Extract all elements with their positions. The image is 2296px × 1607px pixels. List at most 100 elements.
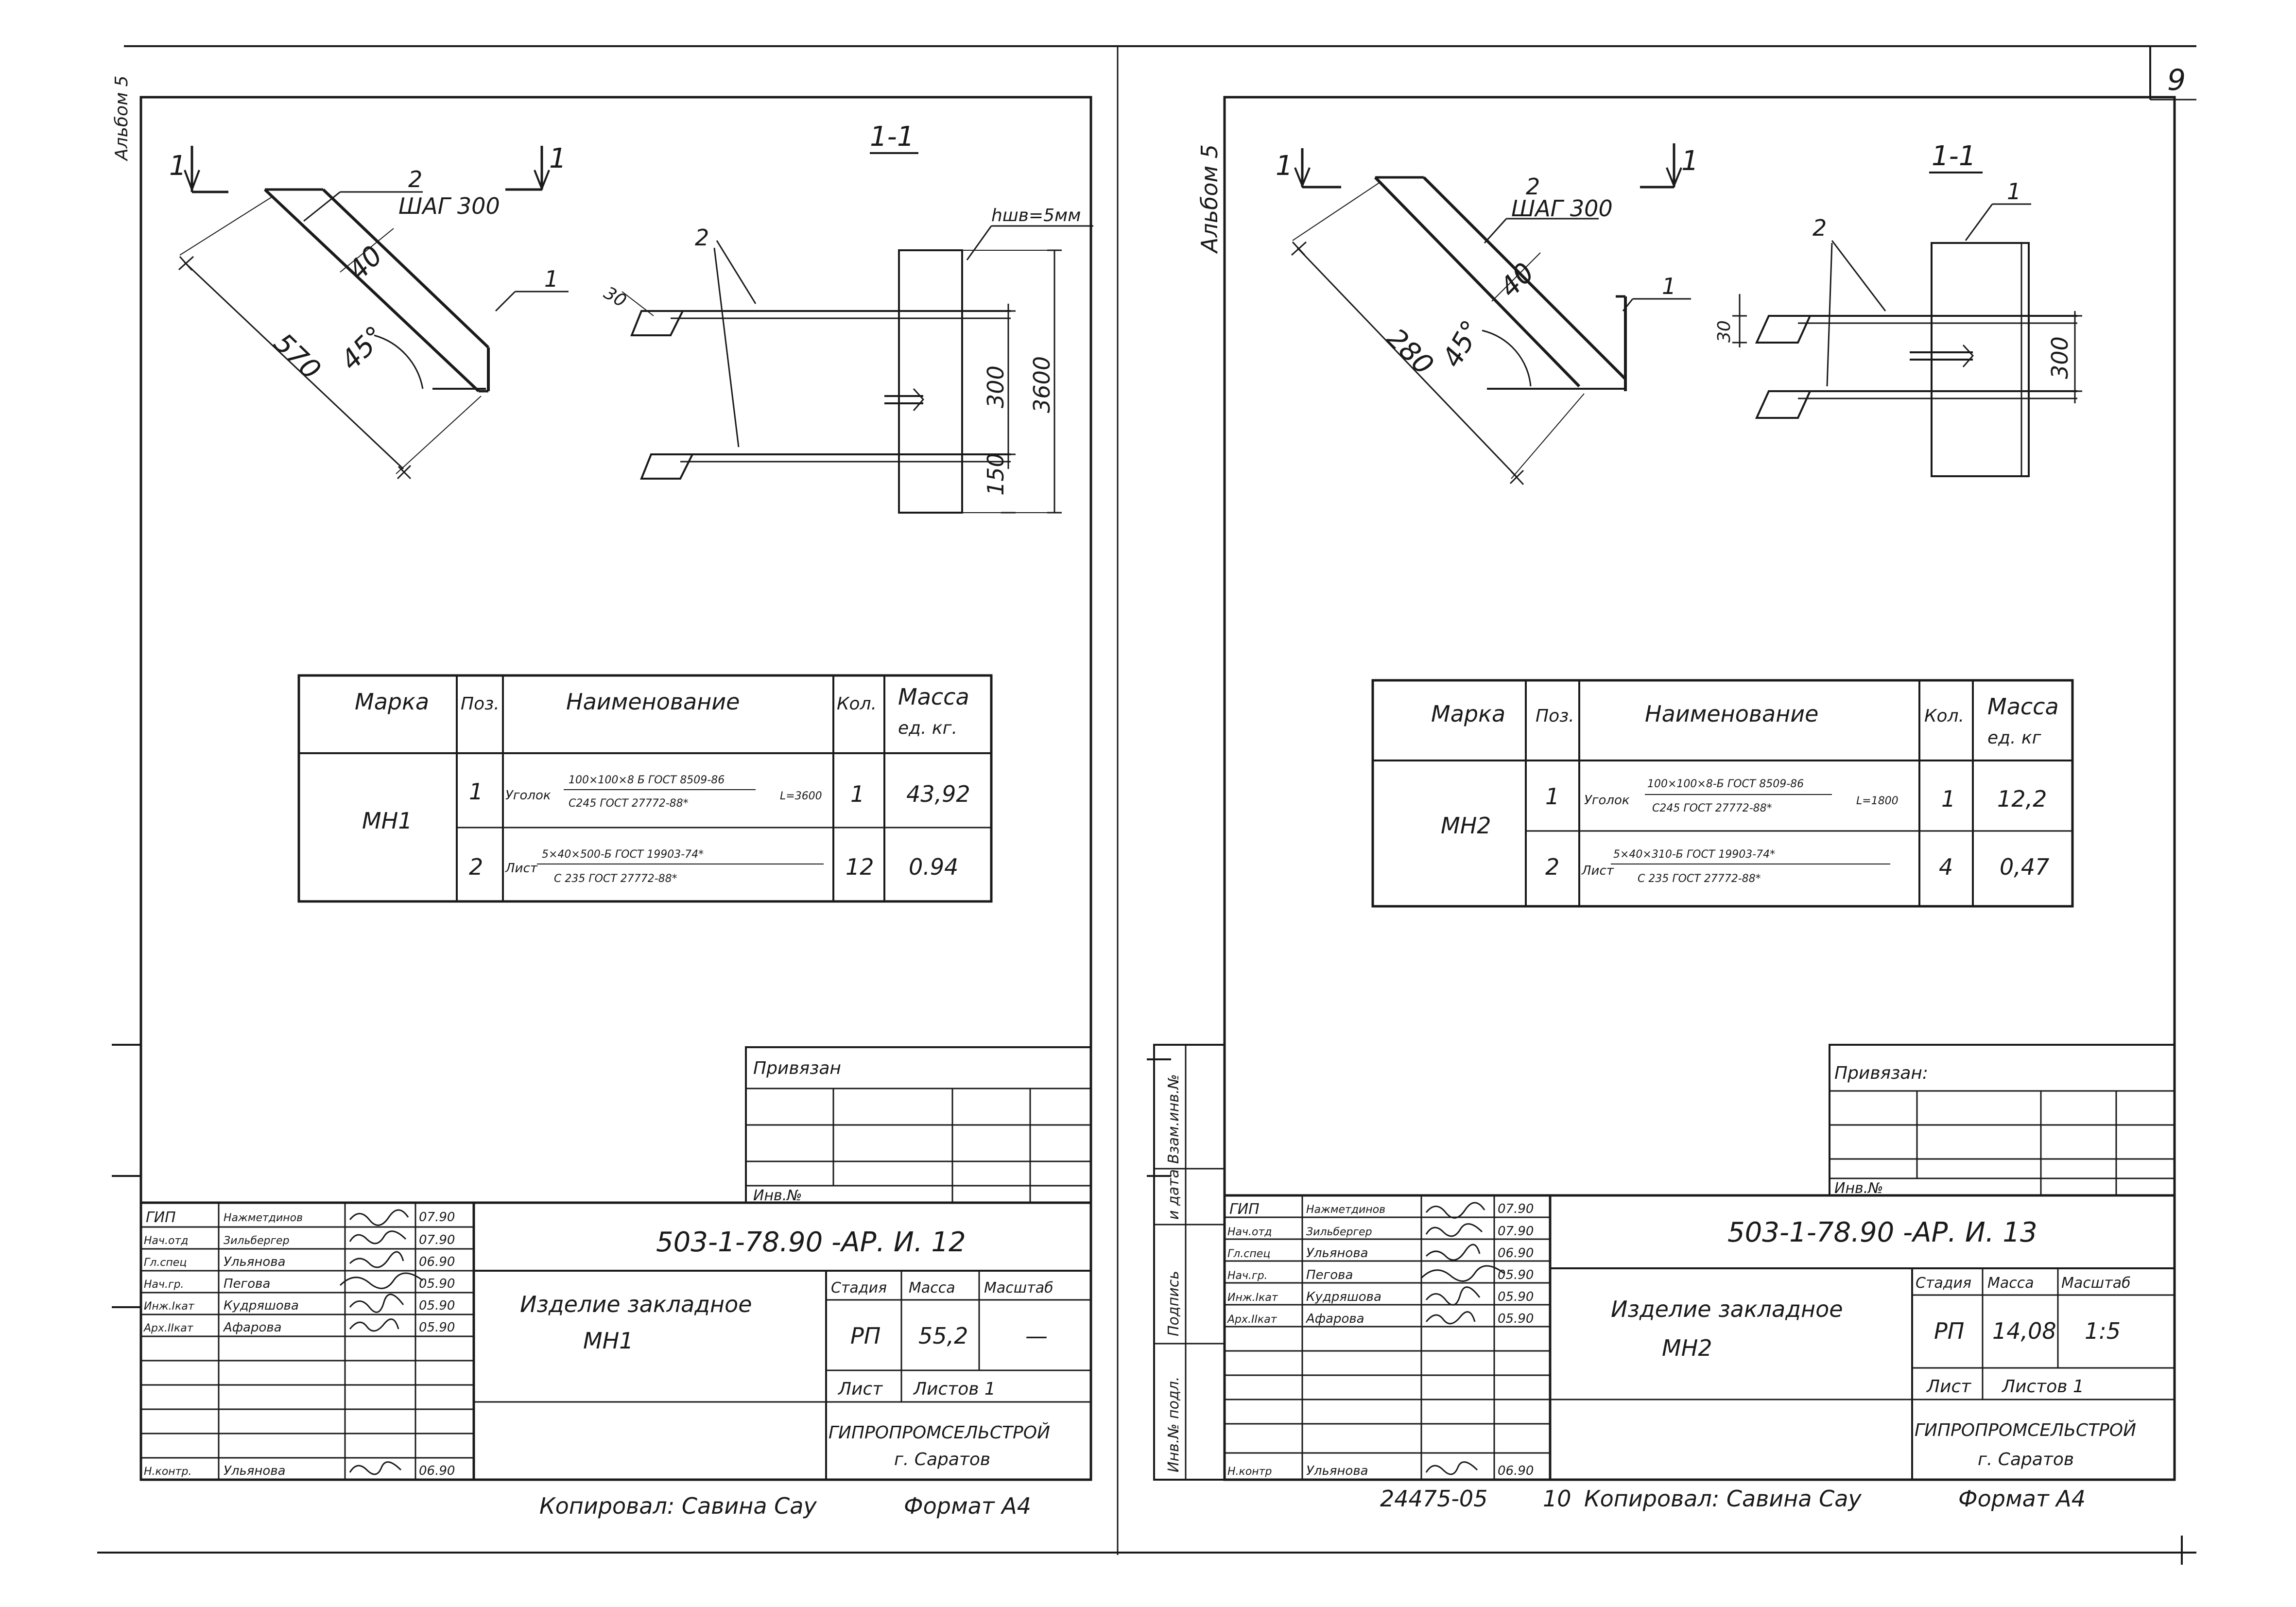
right-stamp-name-3: Ульянова: [1306, 1246, 1368, 1261]
left-dim-150: 150: [983, 453, 1009, 496]
right-pos1-label: 1: [1662, 273, 1676, 299]
right-side-stamp: Инв.№ подл. Подпись и дата Взам.инв.№: [1153, 1044, 1226, 1481]
right-row1-pos: 1: [1545, 783, 1559, 810]
right-side-stamp-replaces: Взам.инв.№: [1165, 1074, 1182, 1164]
right-signatures: [1420, 1202, 1504, 1475]
right-row1-qty: 1: [1941, 786, 1955, 812]
right-stamp-role-2: Нач.отд: [1227, 1226, 1272, 1238]
right-stamp-date-1: 07.90: [1498, 1202, 1534, 1216]
left-section-marks: 1 1 1-1: [169, 121, 918, 193]
left-row1-pos: 1: [469, 778, 483, 805]
right-spec-table: Марка Поз. Наименование Кол. Масса ед. к…: [1371, 679, 2074, 908]
right-row1-mass: 12,2: [1997, 786, 2047, 812]
left-org-city: г. Саратов: [894, 1450, 990, 1469]
right-row1-den: С245 ГОСТ 27772-88*: [1652, 802, 1772, 814]
right-org-name: ГИПРОПРОМСЕЛЬСТРОЙ: [1915, 1420, 2136, 1440]
left-dim-30: 30: [601, 283, 630, 311]
right-th-pos: Поз.: [1536, 706, 1574, 726]
left-stamp-date-4: 05.90: [419, 1277, 455, 1291]
right-stamp-date-5: 05.90: [1498, 1290, 1534, 1304]
left-title-stamp: ГИП Нажметдинов 07.90 Нач.отд Зильбергер…: [139, 1201, 1092, 1481]
right-side-stamp-inv: Инв.№ подл.: [1165, 1377, 1182, 1472]
right-stamp-role-3: Гл.спец: [1227, 1248, 1270, 1260]
right-stamp-date-3: 06.90: [1498, 1246, 1534, 1261]
left-doc-item: МН1: [583, 1328, 634, 1354]
left-doc-title: Изделие закладное: [520, 1291, 752, 1317]
right-stamp-name-5: Кудряшова: [1306, 1290, 1381, 1304]
left-row1-qty: 1: [850, 781, 864, 807]
left-privyazan-block: Привязан Инв.№: [745, 1046, 1092, 1204]
right-row2-num: 5×40×310-Б ГОСТ 19903-74*: [1613, 848, 1775, 861]
left-th-qty: Кол.: [837, 694, 877, 714]
right-th-name: Наименование: [1645, 701, 1818, 727]
left-row2-pos: 2: [469, 854, 483, 880]
right-stamp-date-4: 05.90: [1498, 1268, 1534, 1282]
left-row2-den: С 235 ГОСТ 27772-88*: [554, 873, 677, 885]
left-th-mass: Масса: [898, 684, 969, 710]
right-stamp-role-6: Арх.ІІкат: [1226, 1313, 1277, 1326]
left-stamp-role-2: Нач.отд: [144, 1235, 189, 1247]
left-row2-qty: 12: [846, 854, 874, 880]
right-stamp-role-5: Инж.Ікат: [1227, 1292, 1278, 1304]
left-inv-label: Инв.№: [753, 1187, 802, 1204]
right-stamp-name-2: Зильбергер: [1306, 1226, 1372, 1238]
left-section-title: 1-1: [870, 121, 914, 153]
right-pos2-step: ШАГ 300: [1511, 195, 1613, 222]
left-section-pos2: 2: [695, 225, 709, 251]
right-dim-40: 40: [1494, 257, 1540, 304]
left-th-mark: Марка: [355, 689, 429, 715]
left-section-mark-b: 1: [549, 143, 567, 174]
right-section-pos1: 1: [2007, 178, 2021, 205]
right-stamp-date-6: 05.90: [1498, 1312, 1534, 1326]
left-th-pos: Поз.: [461, 694, 500, 714]
left-stamp-role-1: ГИП: [146, 1209, 176, 1226]
right-scale-header: Масштаб: [2061, 1275, 2131, 1292]
right-row2-prefix: Лист: [1581, 864, 1614, 878]
left-row2-num: 5×40×500-Б ГОСТ 19903-74*: [542, 848, 704, 861]
left-row1-suffix: L=3600: [780, 790, 822, 802]
left-privyazan-title: Привязан: [753, 1058, 841, 1078]
right-format-note: Формат А4: [1958, 1486, 2086, 1512]
left-stamp-name-3: Ульянова: [224, 1255, 286, 1269]
left-stamp-controller-date: 06.90: [419, 1464, 455, 1478]
right-doc-item: МН2: [1662, 1335, 1712, 1361]
right-stamp-name-4: Пегова: [1306, 1268, 1353, 1282]
right-row1-prefix: Уголок: [1584, 793, 1630, 808]
page-number: 9: [2167, 63, 2186, 97]
left-angle-drawing: 570 45° 40 2 ШАГ 300 1: [178, 166, 569, 480]
left-stamp-role-4: Нач.гр.: [144, 1279, 184, 1291]
right-privyazan-title: Привязан:: [1834, 1063, 1928, 1083]
left-stamp-date-1: 07.90: [419, 1210, 455, 1225]
right-footer-code: 24475-05: [1380, 1486, 1487, 1512]
right-doc-code: 503-1-78.90 -АР. И. 13: [1727, 1217, 2037, 1248]
left-stamp-role-5: Инж.Ікат: [144, 1300, 195, 1313]
left-stamp-date-6: 05.90: [419, 1320, 455, 1335]
left-stamp-name-4: Пегова: [224, 1277, 270, 1291]
left-section-mark-a: 1: [169, 150, 187, 182]
left-sheets-header: Листов 1: [913, 1379, 996, 1399]
right-pos2-label: 2: [1526, 173, 1540, 200]
left-weld-note: hшв=5мм: [991, 206, 1081, 225]
right-sheet: Альбом 5 Инв.№ подл. Подпись и дата Взам…: [1153, 96, 2176, 1512]
left-stamp-date-3: 06.90: [419, 1255, 455, 1269]
right-row2-qty: 4: [1939, 854, 1953, 880]
right-stamp-name-6: Афарова: [1305, 1312, 1364, 1326]
right-scale-value: 1:5: [2085, 1318, 2121, 1344]
right-row2-den: С 235 ГОСТ 27772-88*: [1638, 873, 1761, 885]
right-row2-pos: 2: [1545, 854, 1559, 880]
left-mass-value: 55,2: [918, 1323, 968, 1349]
right-stamp-name-1: Нажметдинов: [1306, 1204, 1385, 1216]
right-stamp-date-2: 07.90: [1498, 1224, 1534, 1239]
left-stage-header: Стадия: [831, 1279, 887, 1296]
right-th-mark: Марка: [1431, 701, 1505, 727]
right-angle-drawing: 280 45° 40 2 ШАГ 300 1: [1291, 173, 1691, 485]
left-pos2-step: ШАГ 300: [398, 193, 500, 219]
right-angle-value: 45°: [1436, 315, 1488, 373]
right-stamp-role-4: Нач.гр.: [1227, 1270, 1268, 1282]
right-doc-title: Изделие закладное: [1611, 1296, 1843, 1322]
right-footer-sheet-no: 10: [1543, 1486, 1571, 1512]
right-copied-note: Копировал: Савина Сау: [1584, 1486, 1862, 1512]
left-dim-300: 300: [983, 365, 1009, 408]
right-mass-header: Масса: [1987, 1275, 2034, 1292]
left-spec-mark: МН1: [362, 808, 413, 834]
